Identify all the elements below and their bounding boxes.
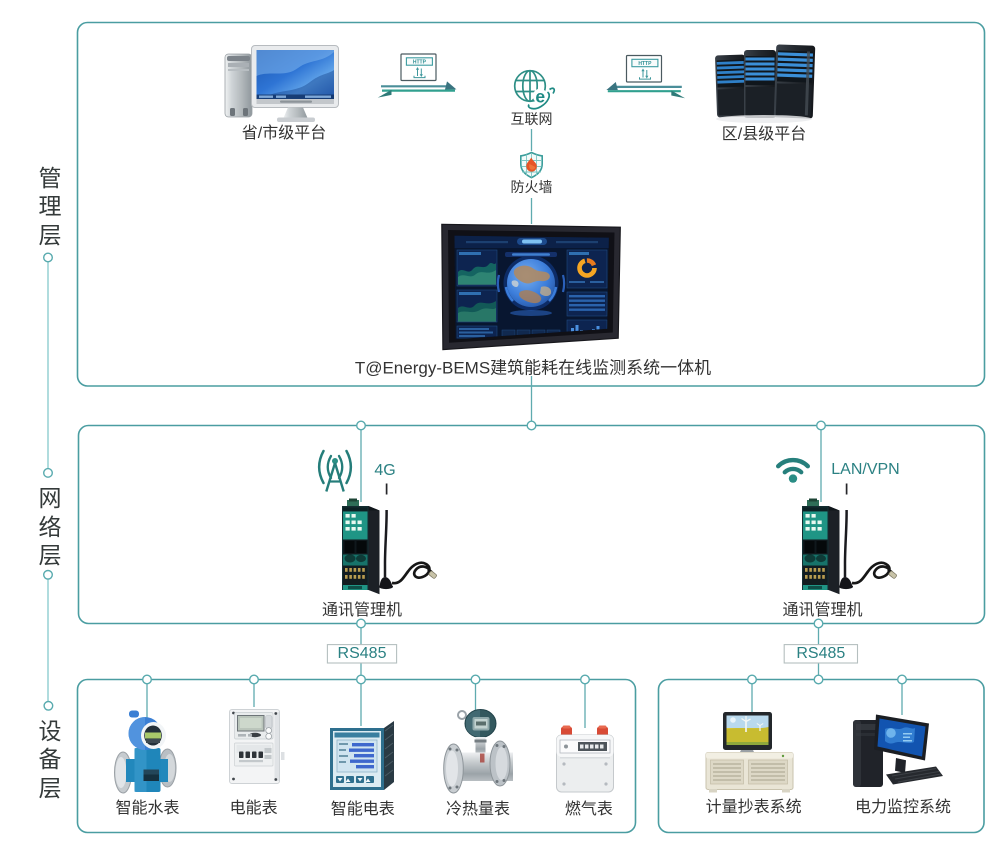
svg-text:HTTP: HTTP: [413, 59, 427, 65]
svg-text:e: e: [535, 86, 545, 106]
